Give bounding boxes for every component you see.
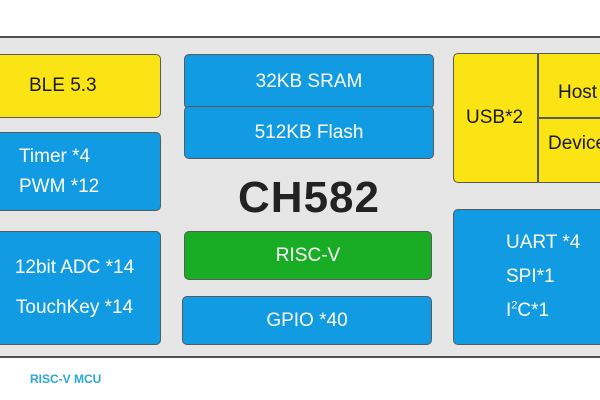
i2c-superscript: 2: [511, 299, 518, 312]
timer-label: Timer *4: [19, 145, 91, 167]
spi-label: SPI*1: [506, 266, 555, 287]
flash-label: 512KB Flash: [254, 121, 364, 143]
i2c-label: I2C*1: [454, 294, 549, 328]
sram-label: 32KB SRAM: [255, 70, 363, 92]
flash-block: 512KB Flash: [184, 106, 434, 159]
adc-label: 12bit ADC *14: [14, 257, 135, 278]
i2c-suffix: C*1: [517, 300, 550, 321]
adc-touchkey-block: 12bit ADC *14 TouchKey *14: [0, 231, 161, 345]
touchkey-label: TouchKey *14: [15, 297, 134, 318]
serial-interfaces-block: UART *4 SPI*1 I2C*1: [453, 209, 600, 345]
usb-divider-horizontal: [538, 117, 600, 119]
uart-label: UART *4: [506, 232, 581, 253]
pwm-label: PWM *12: [19, 175, 100, 197]
gpio-label: GPIO *40: [266, 309, 348, 331]
timer-pwm-block: Timer *4 PWM *12: [0, 132, 161, 211]
chip-name: CH582: [238, 173, 380, 222]
riscv-label: RISC-V: [275, 244, 341, 266]
caption: RISC-V MCU: [30, 372, 102, 386]
ble-block: BLE 5.3: [0, 54, 161, 118]
usb-label: USB*2: [466, 107, 524, 128]
usb-host-label: Host: [558, 82, 598, 103]
riscv-core-block: RISC-V: [184, 231, 432, 280]
gpio-block: GPIO *40: [182, 296, 432, 345]
usb-device-label: Device: [548, 133, 600, 154]
ble-label: BLE 5.3: [29, 75, 97, 96]
i2c-prefix: I: [506, 300, 512, 321]
usb-divider-vertical: [537, 54, 539, 182]
sram-block: 32KB SRAM: [184, 54, 434, 109]
